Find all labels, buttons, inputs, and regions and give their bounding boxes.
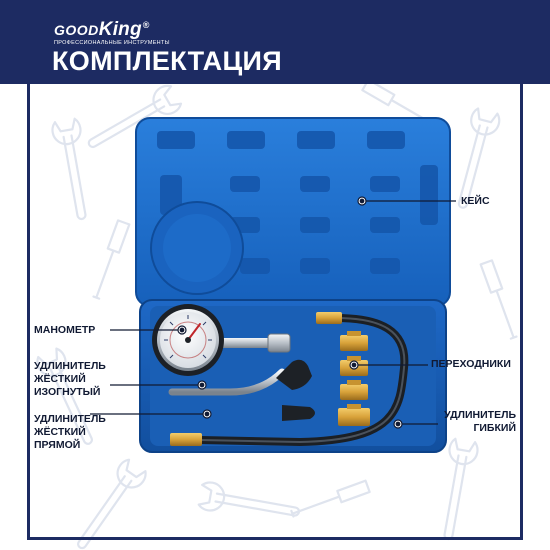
label-straight-line-1: УДЛИНИТЕЛЬ [34,413,106,425]
wrench-icon [87,84,183,149]
label-flex-line-1: УДЛИНИТЕЛЬ [444,409,516,421]
logo-king-text: King [98,19,142,40]
adapter-icon [340,331,368,351]
label-straight-line-2: ЖЁСТКИЙ [34,426,86,438]
wrench-icon [36,347,93,445]
adapter-set [338,331,370,426]
label-bent-line-2: ЖЁСТКИЙ [34,373,86,385]
case-lid [135,117,451,307]
adapter-icon [340,380,368,400]
wrench-icon [457,107,501,209]
hose-icon [170,312,409,447]
brand-logo: GOOD King ® ПРОФЕССИОНАЛЬНЫЕ ИНСТРУМЕНТЫ [54,19,170,46]
label-bent-extension: УДЛИНИТЕЛЬ ЖЁСТКИЙ ИЗОГНУТЫЙ [34,360,106,399]
screwdriver-icon [92,219,131,300]
page-title: КОМПЛЕКТАЦИЯ [52,46,282,76]
label-flex-line-2: ГИБКИЙ [473,422,516,434]
screwdriver-icon [290,479,371,518]
label-straight-extension: УДЛИНИТЕЛЬ ЖЁСТКИЙ ПРЯМОЙ [34,413,106,452]
screwdriver-icon [479,259,518,340]
wrench-icon [51,117,87,221]
logo-subtitle: ПРОФЕССИОНАЛЬНЫЕ ИНСТРУМЕНТЫ [54,40,170,46]
header-banner [0,0,550,84]
logo-good-text: GOOD [54,22,99,38]
label-flex-extension: УДЛИНИТЕЛЬ ГИБКИЙ [436,409,516,435]
wrench-icon [77,458,147,550]
gauge-icon [152,304,291,376]
label-straight-line-3: ПРЯМОЙ [34,439,81,451]
card-frame [27,62,523,540]
label-bent-line-1: УДЛИНИТЕЛЬ [34,360,106,372]
straight-extension [154,405,315,421]
label-gauge: МАНОМЕТР [34,324,96,336]
callout-lines [90,196,456,429]
label-case: КЕЙС [461,195,490,207]
label-adapters: ПЕРЕХОДНИКИ [431,358,511,370]
registered-mark: ® [142,20,150,30]
adapter-icon [338,404,370,426]
label-bent-line-3: ИЗОГНУТЫЙ [34,386,101,398]
bent-extension [168,359,312,396]
